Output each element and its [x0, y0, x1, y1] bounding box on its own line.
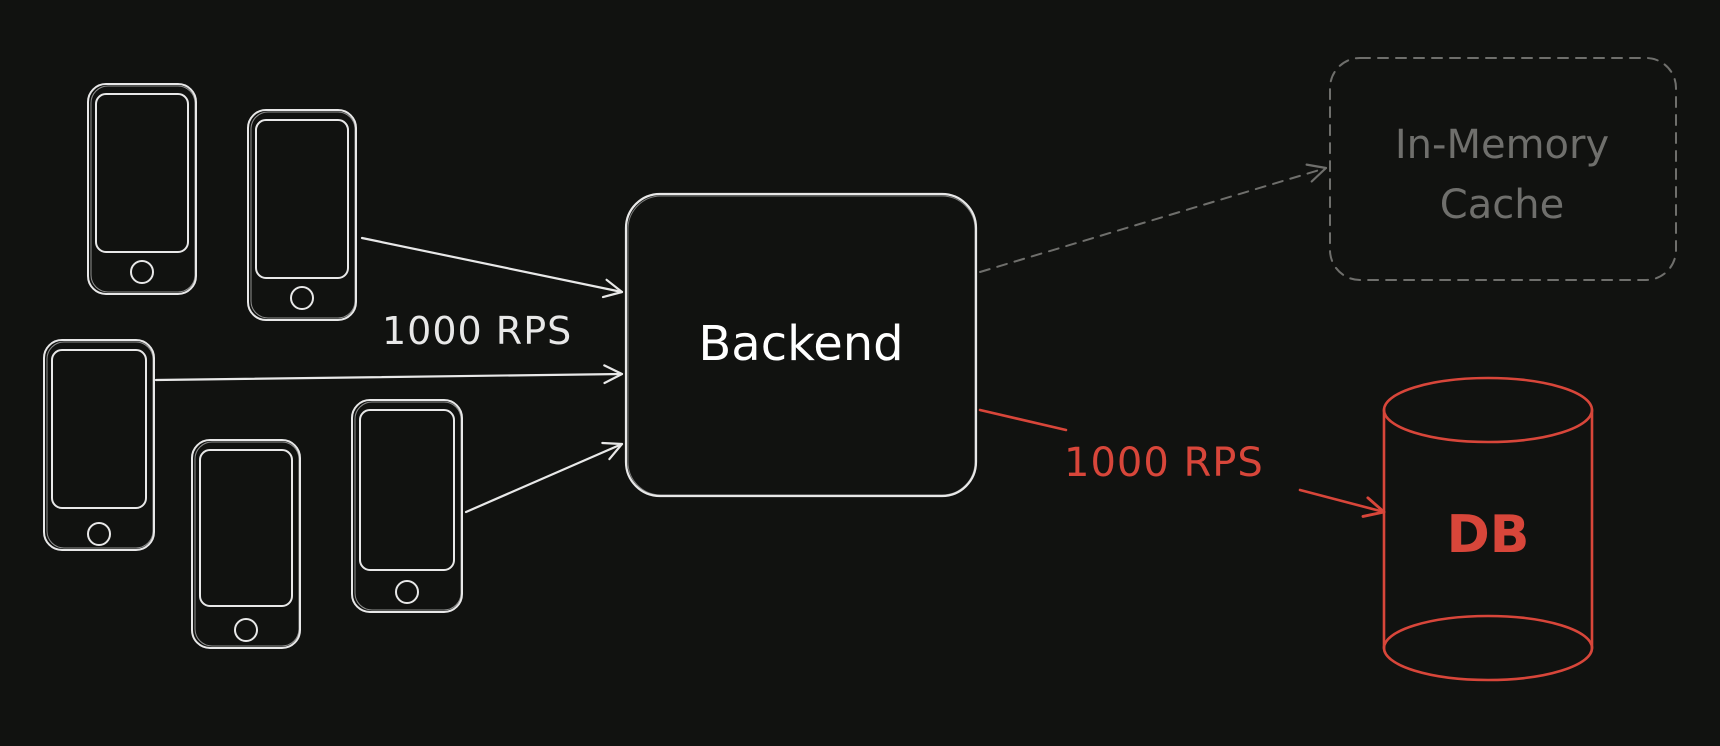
- clients-to-backend-rps-label: 1000 RPS: [382, 309, 572, 353]
- phone-icon: [191, 439, 301, 649]
- arrow-client-to-backend-top: [360, 236, 624, 299]
- client-phone-1: [87, 83, 197, 295]
- client-phone-2: [247, 109, 357, 321]
- phone-icon: [247, 109, 357, 321]
- client-phone-5: [351, 399, 463, 613]
- arrow-backend-to-cache: [979, 163, 1328, 273]
- arrow-client-to-backend-bottom: [464, 441, 624, 514]
- client-phone-3: [43, 339, 155, 551]
- phone-icon: [43, 339, 155, 551]
- arrow-client-to-backend-middle: [154, 364, 624, 385]
- arrow-backend-to-db: [978, 408, 1068, 432]
- backend-node: Backend: [624, 192, 978, 498]
- backend-label: Backend: [698, 316, 903, 372]
- cache-label-line1: In-Memory: [1395, 122, 1609, 168]
- client-phone-4: [191, 439, 301, 649]
- phone-icon: [87, 83, 197, 295]
- db-node: DB: [1382, 376, 1594, 682]
- backend-to-db-rps-label: 1000 RPS: [1064, 440, 1264, 486]
- arrow-backend-to-db-tail: [1298, 488, 1386, 518]
- cache-node: In-Memory Cache: [1329, 57, 1677, 281]
- phone-icon: [351, 399, 463, 613]
- cache-label-line2: Cache: [1440, 182, 1564, 228]
- db-label: DB: [1447, 505, 1530, 565]
